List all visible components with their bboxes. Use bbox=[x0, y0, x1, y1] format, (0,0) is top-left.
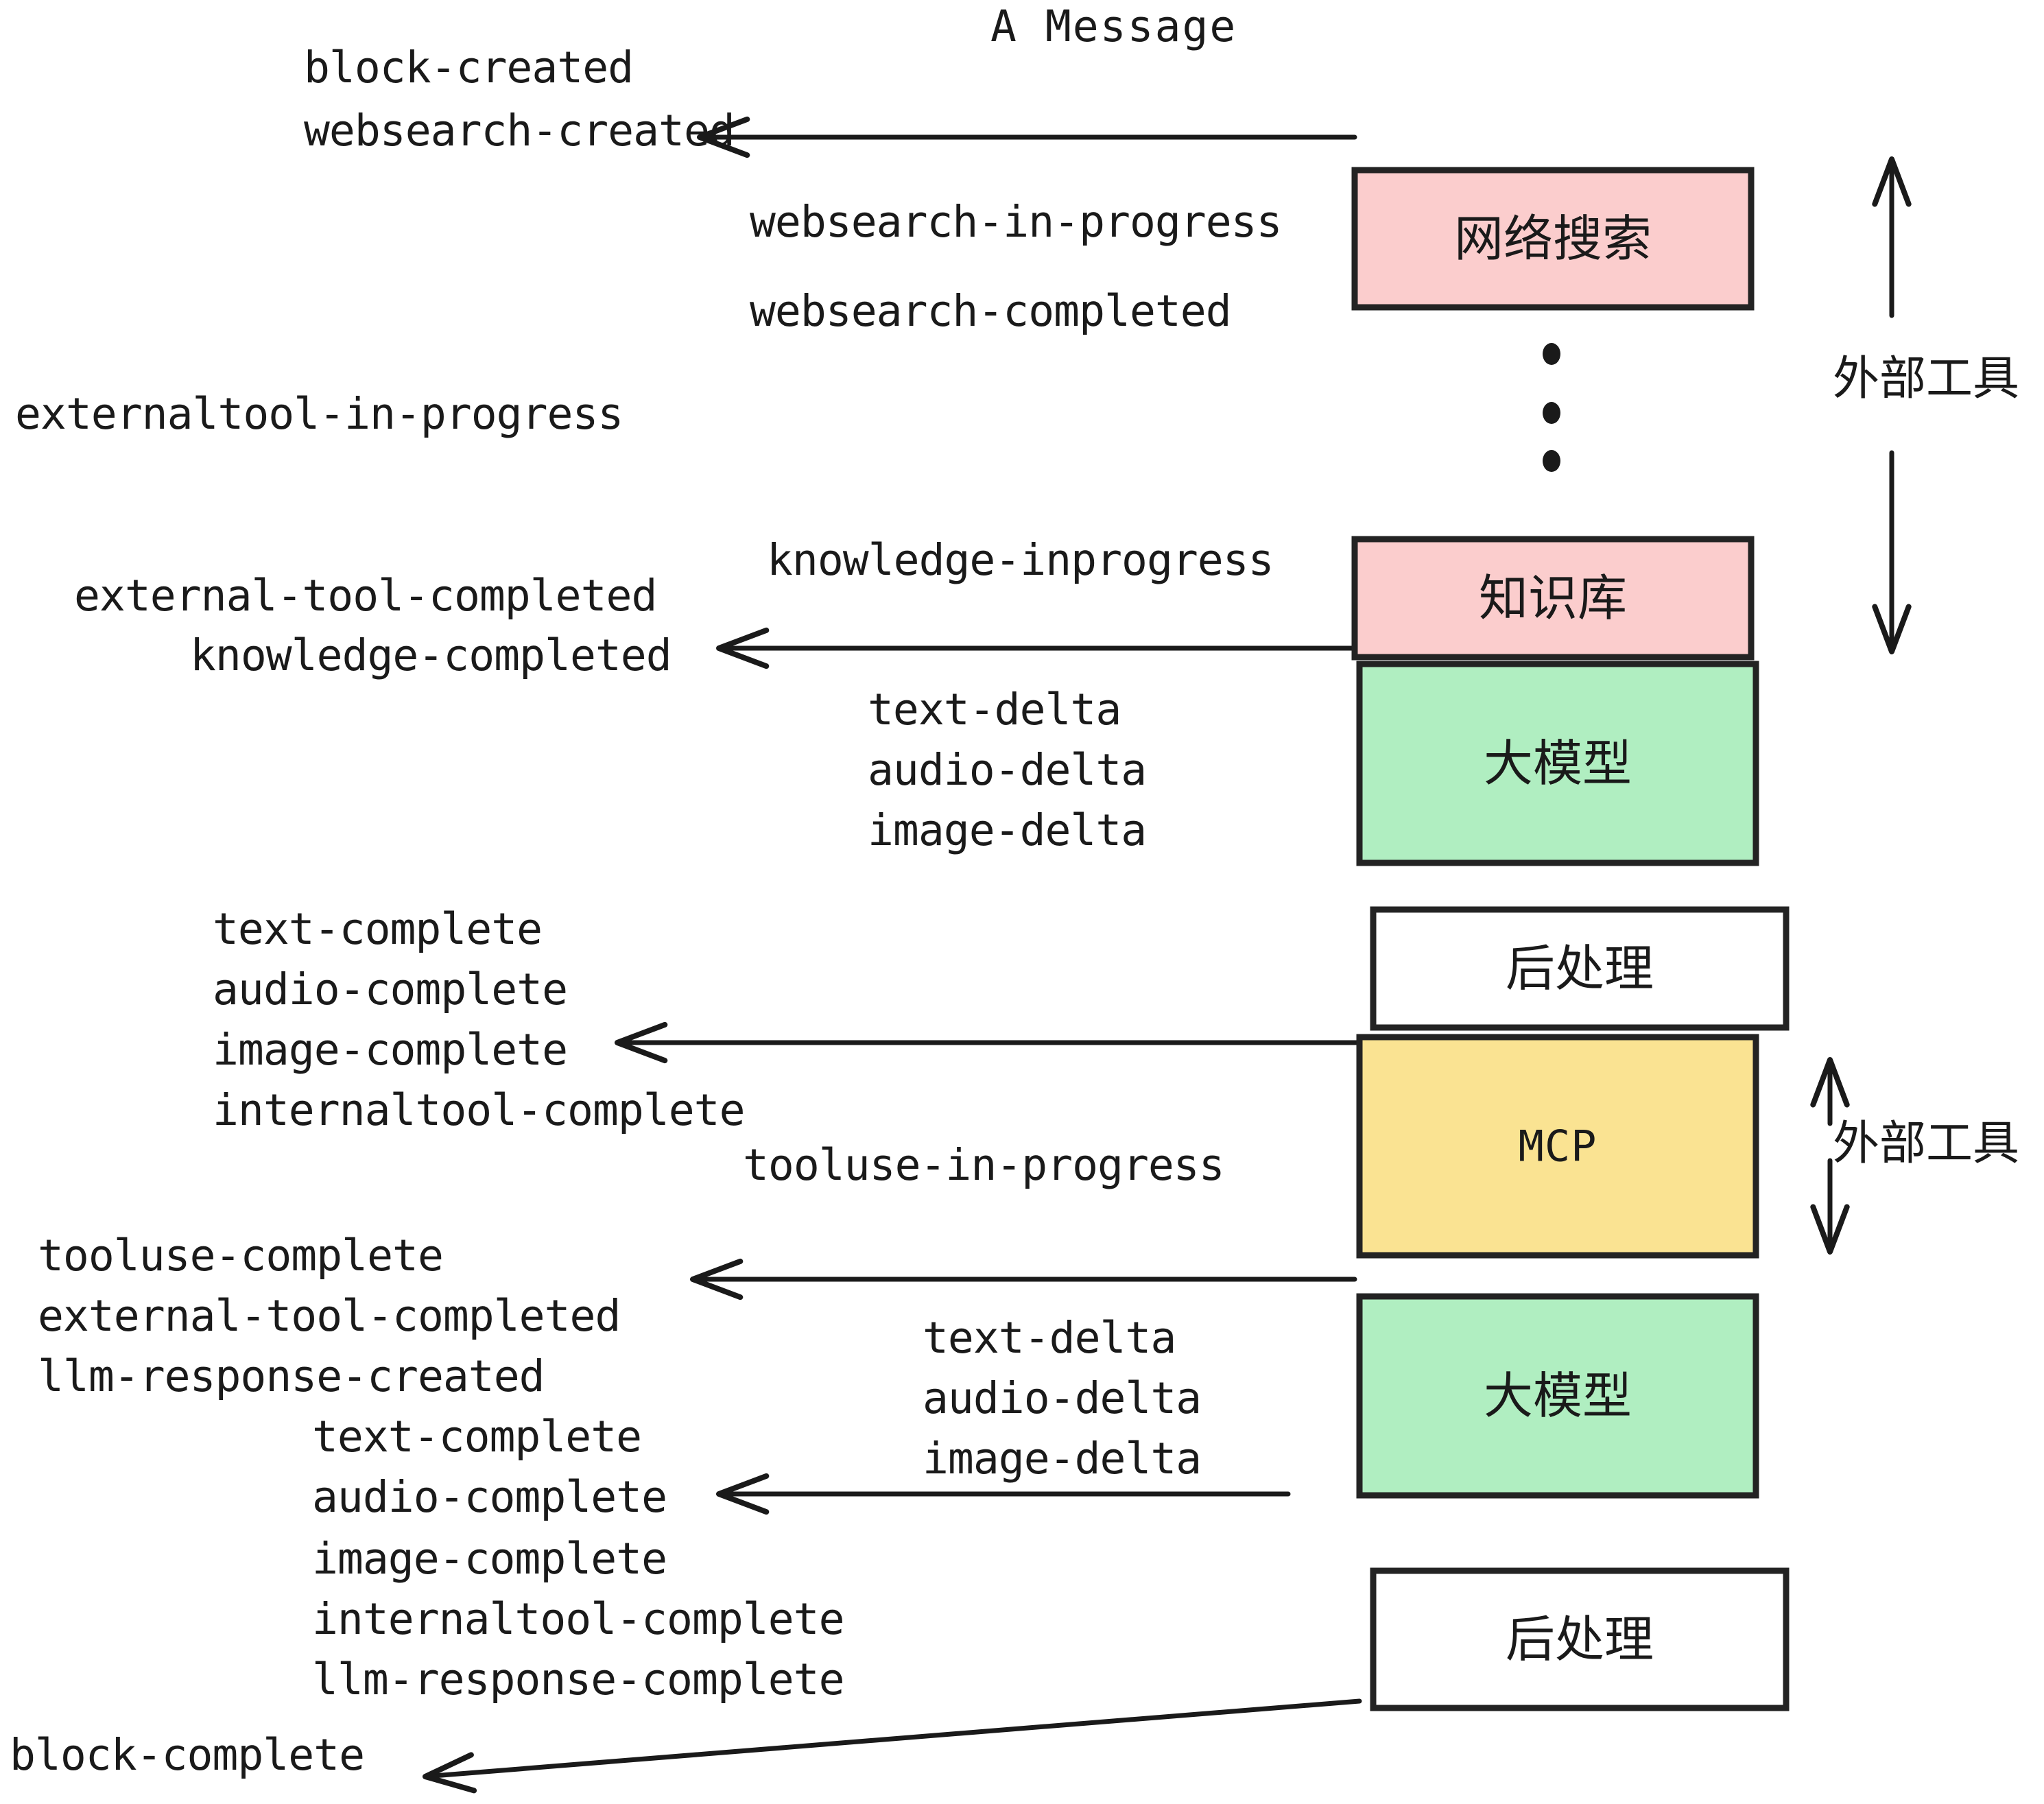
event-label-knowledge-completed: knowledge-completed bbox=[190, 630, 672, 680]
event-label-image-delta-1: image-delta bbox=[868, 805, 1146, 855]
event-label-audio-delta-2: audio-delta bbox=[923, 1373, 1201, 1423]
ellipsis-dot-1 bbox=[1543, 343, 1560, 365]
event-label-llm-response-complete: llm-response-complete bbox=[312, 1654, 844, 1705]
external-tool-arrow-up-top-head bbox=[1872, 156, 1912, 207]
box-post1: 后处理 bbox=[1370, 906, 1790, 1031]
arrow-layer bbox=[423, 116, 1912, 1794]
arrow-block-complete-head bbox=[423, 1752, 477, 1794]
box-mcp: MCP bbox=[1356, 1034, 1759, 1259]
event-label-external-tool-completed-1: external-tool-completed bbox=[74, 571, 656, 621]
side-label-external-tool-top: 外部工具 bbox=[1833, 352, 2019, 406]
side-label-external-tool-bottom: 外部工具 bbox=[1833, 1117, 2019, 1171]
arrow-knowledge-completed-head bbox=[716, 627, 770, 669]
event-label-audio-delta-1: audio-delta bbox=[868, 745, 1146, 795]
arrow-audio-complete-head bbox=[716, 1473, 770, 1515]
box-llm2-label: 大模型 bbox=[1484, 1367, 1632, 1425]
arrow-image-complete-head bbox=[615, 1021, 668, 1064]
event-label-external-tool-completed-2: external-tool-completed bbox=[38, 1291, 620, 1341]
external-tool-arrow-up-bottom-head bbox=[1810, 1057, 1850, 1108]
event-label-text-delta-1: text-delta bbox=[868, 685, 1121, 735]
event-label-block-created: block-created bbox=[304, 43, 633, 93]
event-label-layer: block-created websearch-created websearch-… bbox=[10, 43, 2019, 1780]
event-label-internaltool-complete-1: internaltool-complete bbox=[213, 1085, 745, 1135]
event-label-externaltool-in-progress: externaltool-in-progress bbox=[15, 389, 623, 439]
event-label-knowledge-inprogress: knowledge-inprogress bbox=[767, 535, 1274, 585]
box-llm1-label: 大模型 bbox=[1484, 735, 1632, 792]
event-label-image-complete-2: image-complete bbox=[312, 1534, 667, 1584]
event-label-audio-complete-2: audio-complete bbox=[312, 1472, 667, 1522]
arrow-block-created-head bbox=[697, 116, 750, 158]
event-label-text-complete-1: text-complete bbox=[213, 904, 542, 954]
box-mcp-rect bbox=[1356, 1034, 1759, 1259]
event-label-tooluse-complete: tooluse-complete bbox=[38, 1231, 443, 1281]
event-label-websearch-created: websearch-created bbox=[304, 106, 735, 156]
external-tool-arrow-down-bottom-head bbox=[1810, 1204, 1850, 1255]
external-tool-arrow-down-top-head bbox=[1872, 604, 1912, 654]
event-label-websearch-completed: websearch-completed bbox=[750, 286, 1231, 336]
arrow-tooluse-complete-head bbox=[690, 1258, 744, 1301]
box-websearch-label: 网络搜索 bbox=[1454, 210, 1652, 268]
event-label-websearch-in-progress: websearch-in-progress bbox=[750, 197, 1282, 247]
box-post1-label: 后处理 bbox=[1506, 940, 1654, 997]
event-label-audio-complete-1: audio-complete bbox=[213, 964, 567, 1014]
box-websearch: 网络搜索 bbox=[1351, 167, 1755, 311]
box-post2: 后处理 bbox=[1370, 1567, 1790, 1711]
event-label-block-complete: block-complete bbox=[10, 1730, 364, 1780]
page-title: A Message bbox=[990, 1, 1237, 51]
box-knowledge: 知识库 bbox=[1351, 536, 1755, 661]
arrow-block-complete-line bbox=[423, 1698, 1362, 1779]
box-post2-label: 后处理 bbox=[1506, 1611, 1654, 1668]
box-llm1: 大模型 bbox=[1356, 661, 1759, 866]
event-label-text-complete-2: text-complete bbox=[312, 1412, 641, 1462]
ellipsis-dot-2 bbox=[1543, 402, 1560, 424]
ellipsis-dot-3 bbox=[1543, 450, 1560, 472]
event-label-llm-response-created: llm-response-created bbox=[38, 1351, 545, 1401]
box-knowledge-label: 知识库 bbox=[1479, 569, 1627, 627]
event-label-internaltool-complete-2: internaltool-complete bbox=[312, 1594, 844, 1644]
ellipsis-layer bbox=[1543, 343, 1560, 472]
box-mcp-label: MCP bbox=[1519, 1121, 1597, 1172]
box-post2-rect bbox=[1370, 1567, 1790, 1711]
box-llm1-rect bbox=[1356, 661, 1759, 866]
event-label-image-complete-1: image-complete bbox=[213, 1025, 567, 1075]
box-post1-rect bbox=[1370, 906, 1790, 1031]
event-label-image-delta-2: image-delta bbox=[923, 1434, 1201, 1484]
event-label-tooluse-in-progress: tooluse-in-progress bbox=[743, 1140, 1224, 1190]
box-knowledge-rect bbox=[1351, 536, 1755, 661]
event-label-text-delta-2: text-delta bbox=[923, 1313, 1176, 1363]
box-websearch-rect bbox=[1351, 167, 1755, 311]
box-llm2: 大模型 bbox=[1356, 1293, 1759, 1499]
box-llm2-rect bbox=[1356, 1293, 1759, 1499]
